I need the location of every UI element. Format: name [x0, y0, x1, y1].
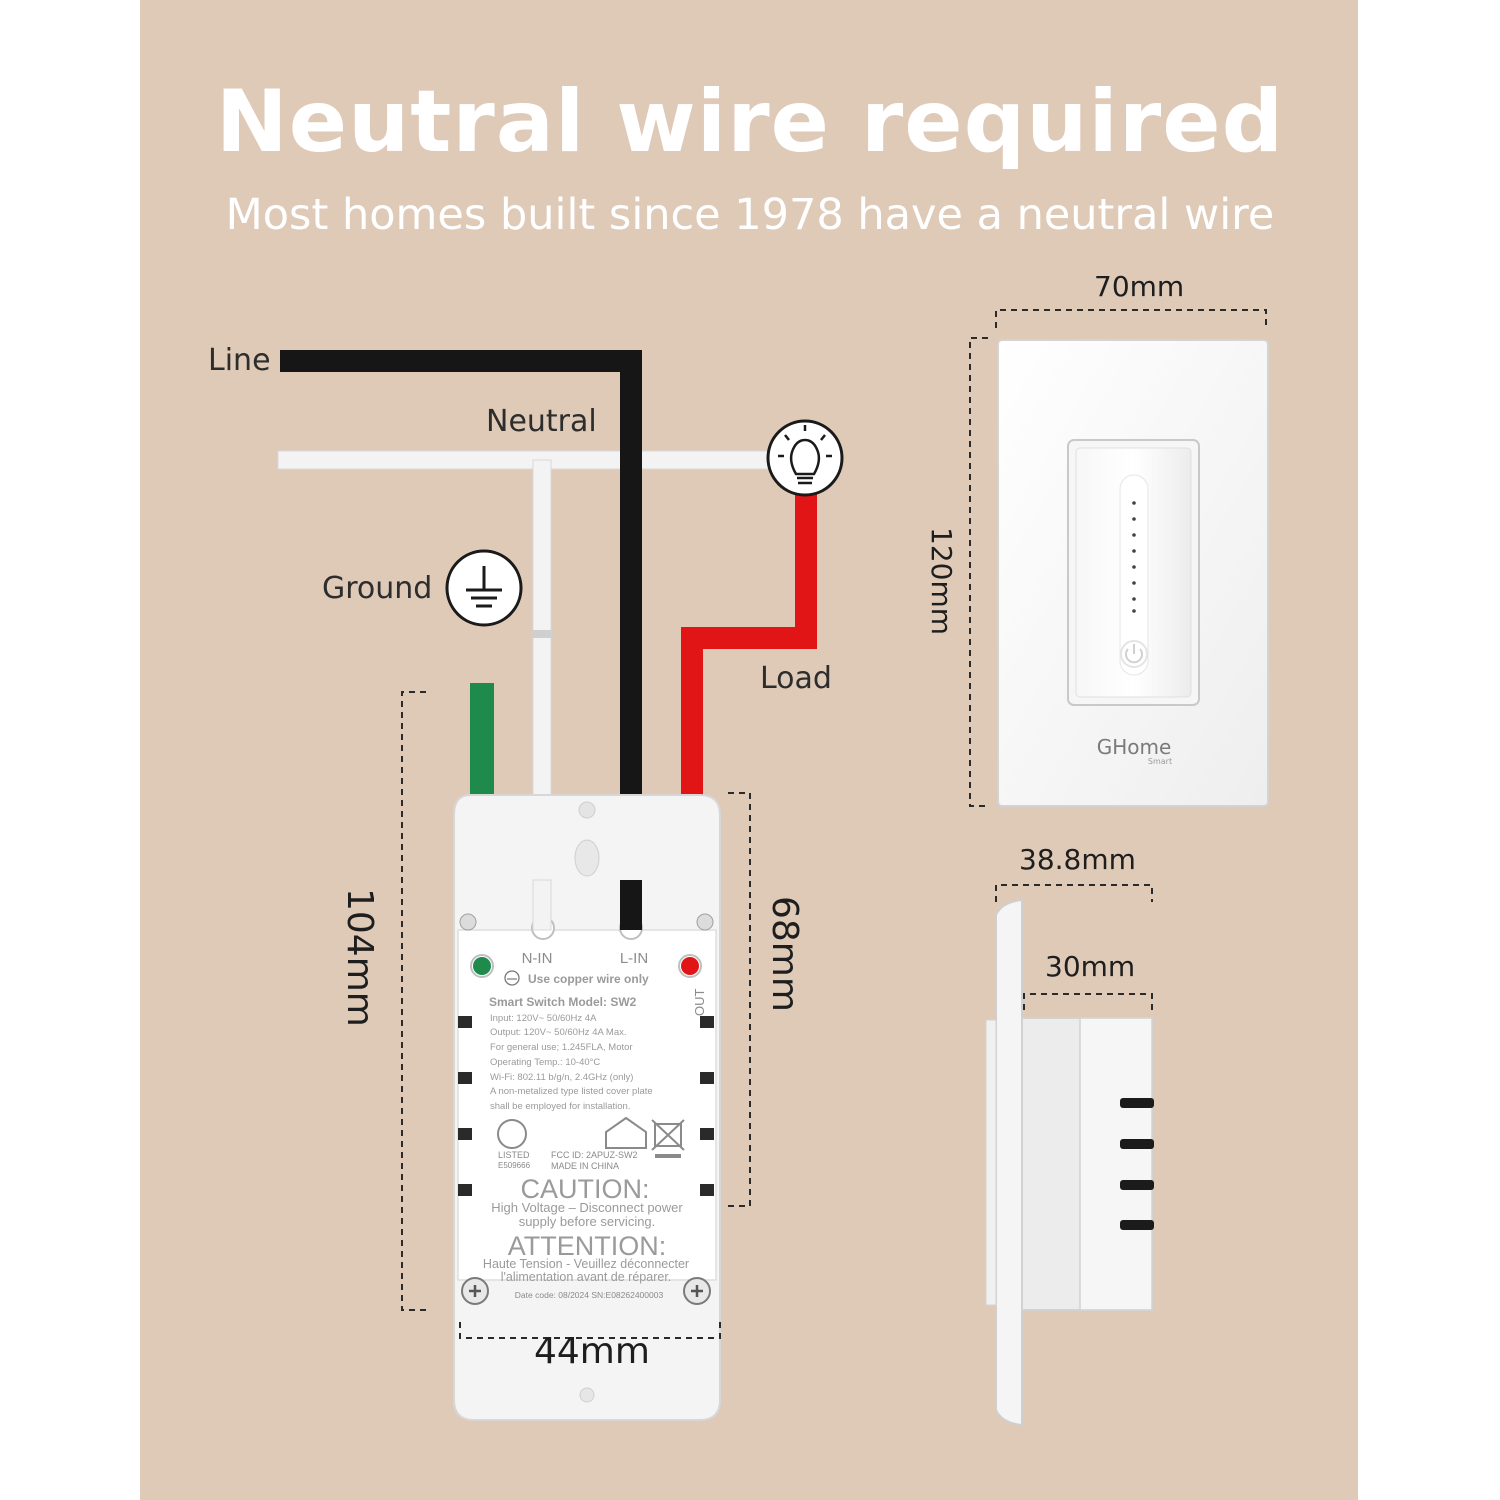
line-wire [280, 350, 642, 930]
light-bulb-icon [766, 419, 844, 497]
neutral-label: Neutral [486, 404, 597, 439]
plate-width-label: 70mm [1094, 270, 1185, 303]
ground-symbol-icon [445, 549, 523, 627]
fcc-id: FCC ID: 2APUZ-SW2 [551, 1150, 638, 1160]
side-view [985, 898, 1154, 1427]
date-code: Date code: 08/2024 SN:E08262400003 [515, 1290, 664, 1300]
side-depth-label: 38.8mm [1019, 843, 1136, 876]
ul-listed: LISTED [498, 1150, 530, 1160]
spec-line: For general use; 1.245FLA, Motor [490, 1042, 633, 1053]
brand-sub: Smart [1148, 757, 1172, 766]
spec-line: Wi-Fi: 802.11 b/g/n, 2.4GHz (only) [490, 1072, 633, 1083]
wall-plate-front [997, 339, 1269, 807]
plate-height-label: 120mm [925, 527, 958, 635]
body-depth-label: 68mm [764, 896, 805, 1012]
ul-number: E509666 [498, 1161, 531, 1170]
attention-text: l'alimentation avant de réparer. [501, 1270, 672, 1284]
ground-label: Ground [322, 571, 433, 606]
attention-text: Haute Tension - Veuillez déconnecter [483, 1257, 689, 1271]
caution-title: CAUTION: [520, 1174, 649, 1204]
out-label: OUT [692, 989, 707, 1017]
page-title: Neutral wire required [215, 72, 1285, 172]
power-icon [1120, 640, 1148, 668]
attention-title: ATTENTION: [508, 1231, 667, 1261]
spec-line: Output: 120V~ 50/60Hz 4A Max. [490, 1027, 627, 1038]
made-in: MADE IN CHINA [551, 1161, 619, 1171]
copper-note: Use copper wire only [528, 972, 649, 986]
spec-line: A non-metalized type listed cover plate [490, 1086, 653, 1097]
body-height-label: 104mm [339, 888, 380, 1027]
spec-line: shall be employed for installation. [490, 1101, 630, 1112]
caution-text: High Voltage – Disconnect power [491, 1200, 683, 1215]
l-in-label: L-IN [620, 950, 648, 967]
dimension-lines [401, 309, 1267, 1339]
n-in-label: N-IN [522, 950, 553, 967]
spec-line: Operating Temp.: 10-40°C [490, 1057, 600, 1068]
caution-text: supply before servicing. [519, 1214, 656, 1229]
load-label: Load [760, 661, 832, 696]
brand-name: GHome [1097, 735, 1172, 759]
body-width-label: 44mm [534, 1331, 650, 1372]
switch-body [453, 794, 721, 1421]
page-subtitle: Most homes built since 1978 have a neutr… [225, 190, 1275, 240]
line-label: Line [208, 343, 271, 378]
spec-line: Input: 120V~ 50/60Hz 4A [490, 1013, 597, 1024]
side-body-label: 30mm [1045, 950, 1136, 983]
model-label: Smart Switch Model: SW2 [489, 995, 637, 1009]
